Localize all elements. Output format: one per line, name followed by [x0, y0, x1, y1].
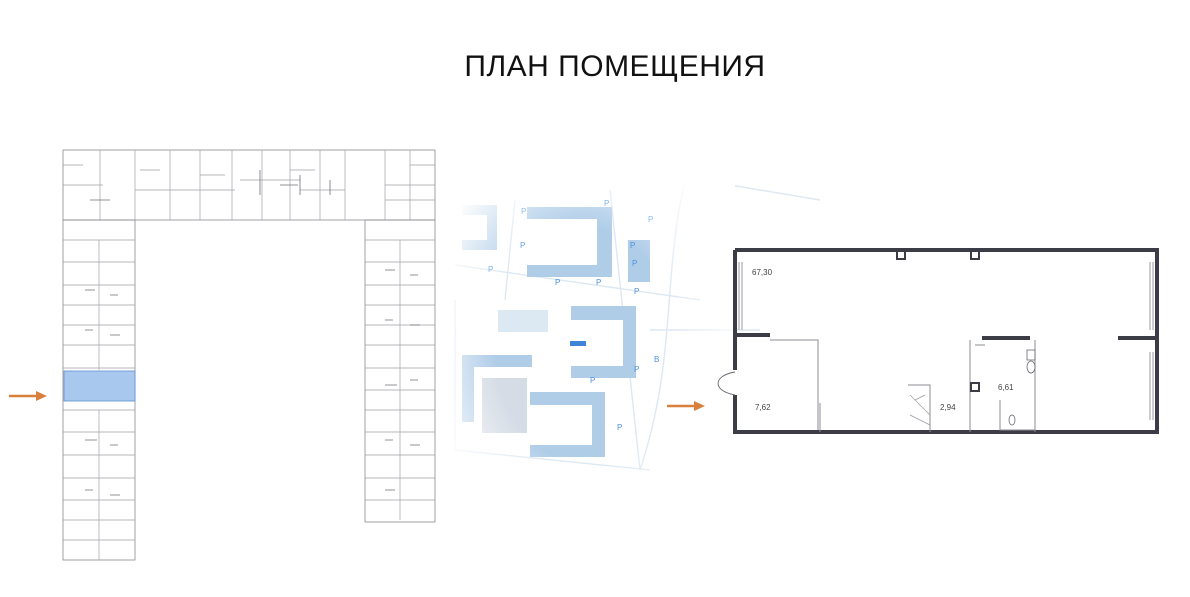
area-label-main: 67,30	[752, 268, 773, 277]
unit-plan: 67,30 7,62 2,94 6,61	[717, 248, 1159, 434]
arrow-right-icon	[667, 401, 705, 411]
area-label-storage: 2,94	[940, 403, 956, 412]
highlighted-unit[interactable]	[63, 370, 136, 402]
area-label-entrance: 7,62	[755, 403, 771, 412]
toilet-icon	[1008, 349, 1036, 426]
page-title: ПЛАН ПОМЕЩЕНИЯ	[464, 50, 766, 83]
arrow-right-icon	[9, 391, 47, 401]
site-map: P P P P P P P P P P P P P B	[435, 150, 821, 540]
building-floor-plan	[62, 149, 436, 561]
area-label-bathroom: 6,61	[998, 383, 1014, 392]
entrance-door	[717, 371, 736, 396]
